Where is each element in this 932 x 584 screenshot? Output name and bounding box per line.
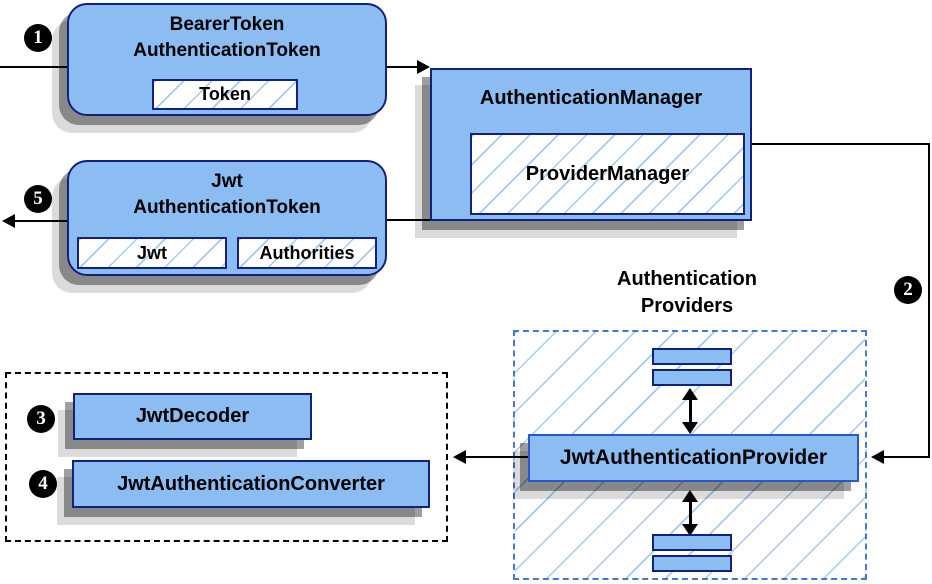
authentication-manager-title: AuthenticationManager <box>479 87 703 109</box>
arrow-shaft <box>688 400 692 422</box>
provider-stack-double-arrow-bottom <box>682 490 698 536</box>
step-badge-2: 2 <box>894 276 922 304</box>
manager-to-provider-line-bottom <box>884 456 930 458</box>
jwt-authentication-converter-box: JwtAuthenticationConverter <box>72 460 430 508</box>
arrow-down-icon <box>682 524 698 536</box>
authorities-field: Authorities <box>237 237 377 269</box>
arrow-up-icon <box>682 490 698 502</box>
jwt-decoder-box: JwtDecoder <box>73 393 312 440</box>
manager-to-provider-arrowhead-icon <box>871 450 884 464</box>
authentication-providers-label-line1: Authentication <box>617 268 757 290</box>
outgoing-result-line <box>14 220 67 222</box>
provider-manager-chip: ProviderManager <box>470 133 745 215</box>
provider-to-decoder-arrowhead-icon <box>453 450 466 464</box>
arrow-shaft <box>688 502 692 524</box>
authentication-providers-label: Authentication Providers <box>562 266 812 320</box>
authentication-manager-box: AuthenticationManager ProviderManager <box>430 68 752 221</box>
step-badge-3: 3 <box>27 405 55 433</box>
jwt-token-title-line1: Jwt <box>211 171 243 192</box>
step-badge-1: 1 <box>24 24 52 52</box>
bearer-token-title-line2: AuthenticationToken <box>133 40 321 61</box>
step-badge-5: 5 <box>24 185 52 213</box>
manager-to-provider-line-top <box>752 143 930 145</box>
jwt-token-title: Jwt AuthenticationToken <box>69 162 385 221</box>
arrow-down-icon <box>682 422 698 434</box>
step-badge-4: 4 <box>29 470 57 498</box>
provider-stack-double-arrow-top <box>682 388 698 434</box>
manager-to-provider-line-right <box>928 143 930 458</box>
authentication-providers-label-line2: Providers <box>640 295 734 317</box>
provider-stack-bar-bottom-1 <box>652 534 732 551</box>
bearer-to-manager-arrowhead-icon <box>417 60 430 74</box>
provider-stack-bar-top-1 <box>652 348 732 365</box>
provider-stack-bar-bottom-2 <box>652 555 732 572</box>
bearer-token-title-line1: BearerToken <box>169 14 285 35</box>
jwt-authentication-token-box: Jwt AuthenticationToken Jwt Authorities <box>67 160 387 276</box>
jwt-authentication-provider-box: JwtAuthenticationProvider <box>528 434 859 482</box>
incoming-request-line <box>0 66 67 68</box>
jwt-token-title-line2: AuthenticationToken <box>133 197 321 218</box>
provider-stack-bar-top-2 <box>652 369 732 386</box>
provider-to-decoder-line <box>466 456 528 458</box>
token-field: Token <box>152 79 298 110</box>
outgoing-result-arrowhead-icon <box>2 214 15 228</box>
bearer-to-manager-line <box>387 66 418 68</box>
manager-to-jwt-token-line <box>387 219 432 221</box>
bearer-token-authentication-token-box: BearerToken AuthenticationToken Token <box>67 3 387 116</box>
jwt-field: Jwt <box>77 237 227 269</box>
bearer-token-title: BearerToken AuthenticationToken <box>69 5 385 64</box>
decoder-converter-group-box <box>5 372 448 542</box>
arrow-up-icon <box>682 388 698 400</box>
